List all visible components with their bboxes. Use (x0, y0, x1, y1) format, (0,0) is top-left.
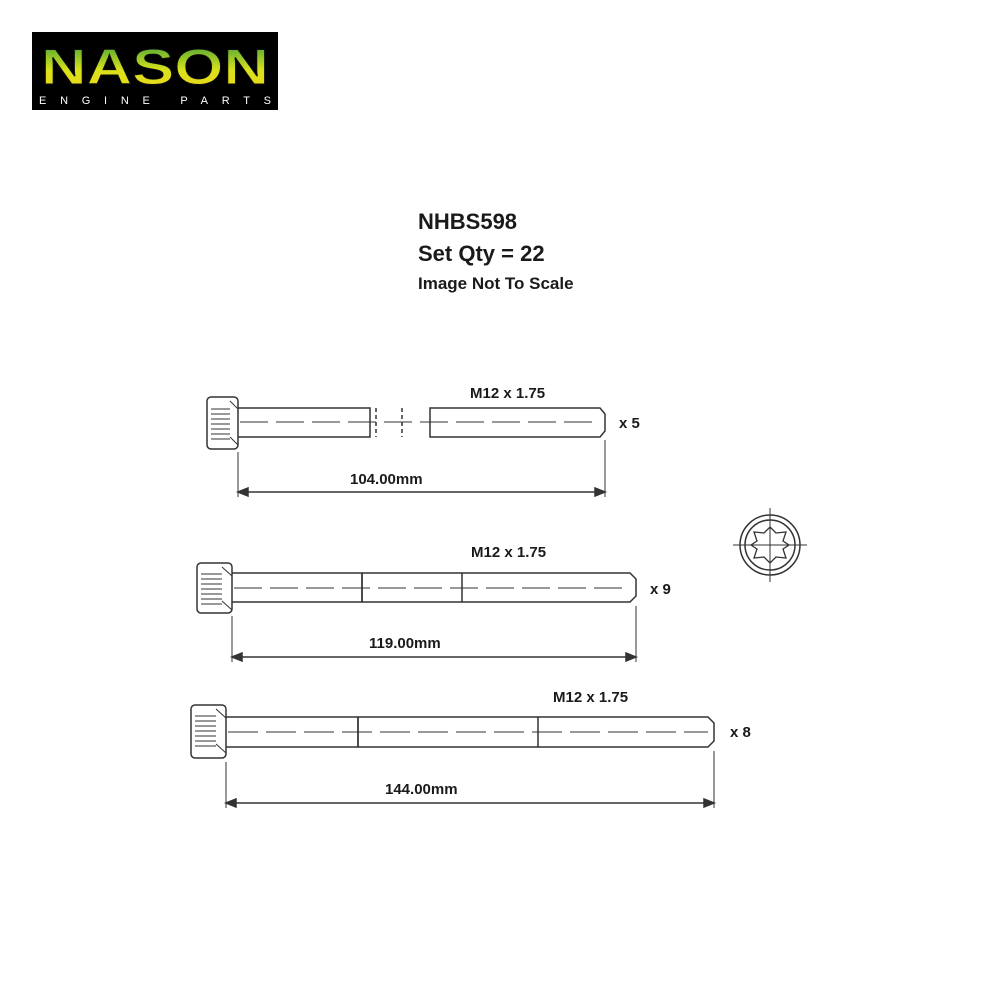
hex-socket-hatch (195, 708, 227, 754)
scale-note: Image Not To Scale (418, 274, 574, 293)
length-label: 104.00mm (350, 471, 423, 488)
part-number: NHBS598 (418, 209, 518, 234)
bolt-head (196, 562, 233, 614)
length-label: 119.00mm (369, 635, 441, 652)
thread-spec-label: M12 x 1.75 (470, 385, 545, 402)
hex-socket-hatch (201, 566, 233, 611)
bolt-119mm (196, 562, 639, 663)
bolt-head (190, 704, 227, 759)
quantity-label: x 9 (650, 581, 671, 598)
hex-socket-hatch (211, 400, 239, 446)
thread-spec-label: M12 x 1.75 (553, 689, 628, 706)
thread-spec-label: M12 x 1.75 (471, 544, 546, 561)
length-label: 144.00mm (385, 781, 458, 798)
bolt-104mm (206, 396, 608, 498)
bolt-head (206, 396, 239, 450)
quantity-label: x 5 (619, 415, 640, 432)
threaded-section (429, 407, 606, 438)
spec-header: NHBS598 Set Qty = 22 Image Not To Scale (418, 208, 574, 296)
nason-logo: NASON ENGINE PARTS (32, 32, 278, 110)
bolt-144mm (190, 704, 717, 809)
bolt-head-end-view (733, 508, 807, 582)
set-quantity: Set Qty = 22 (418, 241, 545, 266)
logo-wordmark: NASON (41, 39, 269, 95)
quantity-label: x 8 (730, 724, 751, 741)
